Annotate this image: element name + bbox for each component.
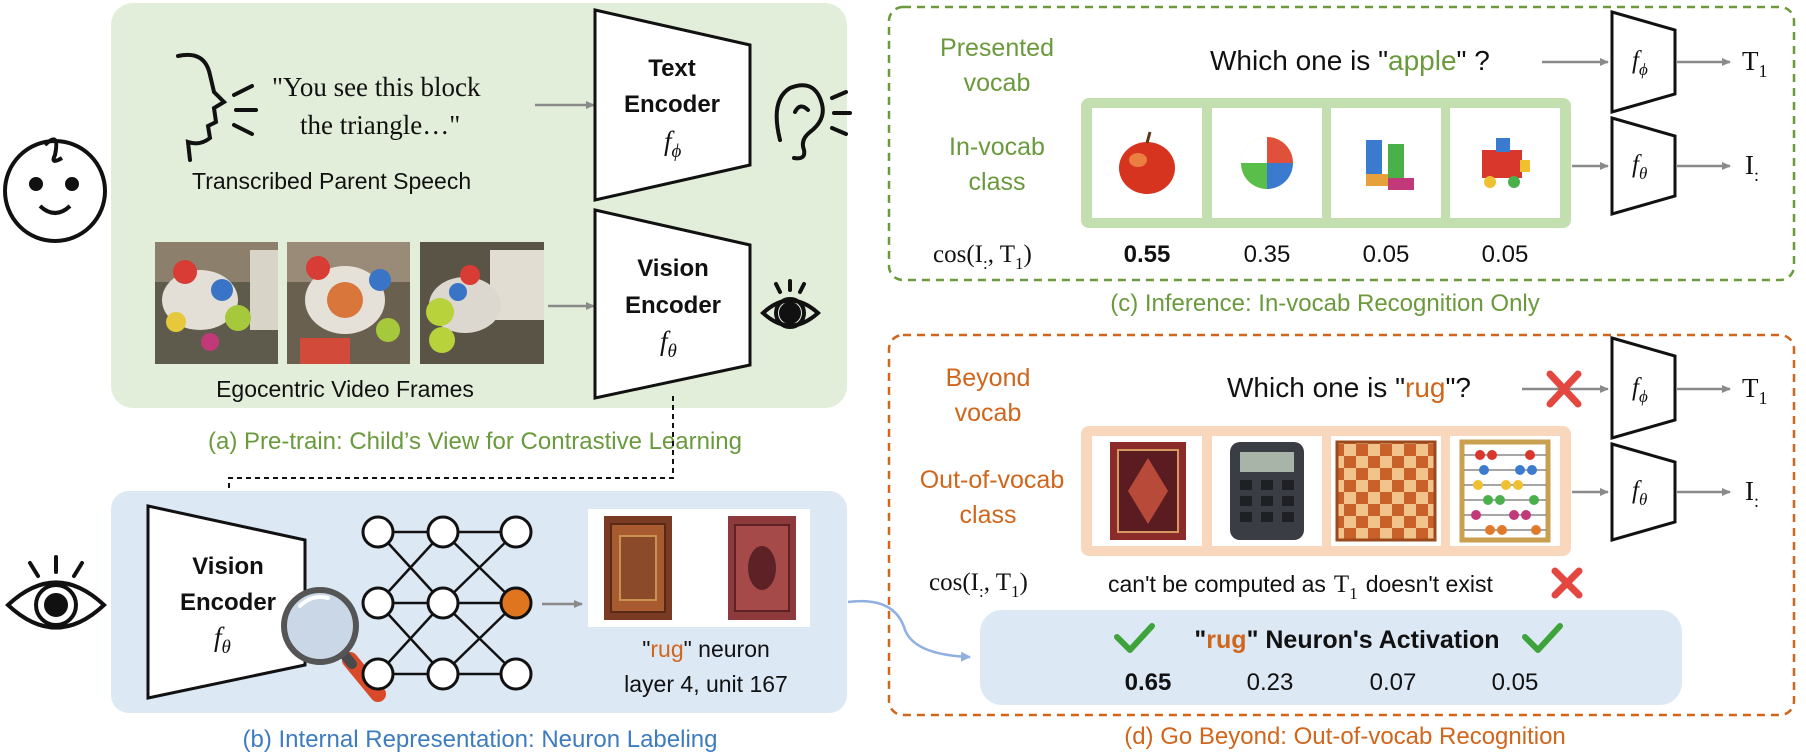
- panel-c-row2-line1: In-vocab: [949, 133, 1045, 161]
- calculator-image-content: [1230, 442, 1304, 540]
- vision-encoder-block: [593, 208, 752, 400]
- panel-c-t1: T1: [1742, 46, 1768, 81]
- rug-image-1: [604, 516, 672, 620]
- check-icon-right: [1522, 623, 1563, 653]
- panel-d-row1-line1: Beyond: [946, 364, 1031, 392]
- abacus-image-content: [1459, 439, 1551, 543]
- panel-d-vision-encoder: [1610, 442, 1677, 542]
- panel-d-row2-line2: class: [960, 501, 1017, 529]
- panel-d-caption: (d) Go Beyond: Out-of-vocab Recognition: [1124, 723, 1566, 750]
- panel-c-row2-line2: class: [969, 168, 1026, 196]
- out-of-vocab-image-strip: [1081, 426, 1571, 556]
- red-x-icon: [1546, 370, 1582, 408]
- panel-c-text-encoder: [1610, 10, 1677, 114]
- probe-encoder-symbol: fθ: [214, 622, 231, 658]
- panel-c-caption: (c) Inference: In-vocab Recognition Only: [1110, 290, 1540, 317]
- text-encoder-symbol: fϕ: [664, 126, 682, 162]
- check-icon-left: [1114, 623, 1155, 653]
- eye-icon: [760, 279, 822, 329]
- vision-encoder-label-1: Vision: [637, 255, 709, 282]
- ball-image-content: [1241, 137, 1293, 189]
- speech-label: Transcribed Parent Speech: [192, 168, 471, 194]
- panel-d-fphi: fϕ: [1632, 374, 1648, 406]
- score-apple: 0.55: [1124, 241, 1171, 268]
- activation-calculator: 0.23: [1247, 669, 1294, 696]
- rug-image-2: [728, 516, 796, 620]
- panel-d-text-encoder: [1610, 336, 1677, 440]
- score-ball: 0.35: [1244, 241, 1291, 268]
- rug-neuron-node: [499, 586, 533, 620]
- panel-c-ftheta: fθ: [1632, 151, 1647, 183]
- probe-encoder-label-2: Encoder: [180, 589, 276, 616]
- socks-image-content: [1366, 140, 1414, 190]
- panel-d-t1: T1: [1742, 373, 1768, 408]
- activation-abacus: 0.05: [1492, 669, 1539, 696]
- text-encoder-block: [593, 8, 752, 202]
- panel-a-caption: (a) Pre-train: Child’s View for Contrast…: [208, 428, 742, 455]
- panel-d-cos-label: cos(I:, T1): [929, 569, 1028, 601]
- apple-image-content: [1119, 131, 1175, 194]
- activation-chessboard: 0.07: [1370, 669, 1417, 696]
- panel-d-ftheta: fθ: [1632, 477, 1647, 509]
- panel-d-row2-line1: Out-of-vocab: [920, 466, 1065, 494]
- activation-box: [980, 610, 1682, 705]
- vision-encoder-label-2: Encoder: [625, 292, 721, 319]
- speaking-head-icon: [176, 52, 258, 162]
- video-frame-1: [155, 242, 278, 364]
- panel-c-row1-line1: Presented: [940, 34, 1054, 62]
- video-frame-3: [420, 242, 544, 364]
- panel-c-frame: [887, 5, 1796, 282]
- frames-label: Egocentric Video Frames: [216, 376, 474, 402]
- cant-compute-x-icon: [1551, 567, 1583, 599]
- panel-c-i: I:: [1745, 150, 1759, 185]
- panel-d-frame: [887, 333, 1796, 717]
- activation-rug: 0.65: [1125, 669, 1172, 696]
- text-encoder-label-1: Text: [648, 55, 696, 82]
- baby-face-icon: [3, 137, 107, 243]
- panel-c-vision-encoder: [1610, 116, 1677, 216]
- score-socks: 0.05: [1363, 241, 1410, 268]
- parent-quote-line1: "You see this block: [272, 72, 481, 102]
- dashed-connector: [228, 396, 674, 520]
- in-vocab-image-strip: [1081, 98, 1571, 228]
- toy-train-image-content: [1482, 138, 1530, 188]
- rug-neuron-label: "rug" neuron: [642, 636, 770, 662]
- panel-c-question: Which one is "apple" ?: [1210, 45, 1490, 76]
- panel-d-i: I:: [1745, 476, 1759, 511]
- probe-vision-encoder-block: [146, 504, 307, 700]
- panel-d-question: Which one is "rug"?: [1227, 372, 1471, 403]
- panel-c-cos-label: cos(I:, T1): [933, 241, 1032, 273]
- neural-network: [361, 515, 533, 691]
- score-train: 0.05: [1482, 241, 1529, 268]
- arrow-b-to-d: [847, 599, 971, 662]
- parent-quote-line2: the triangle…": [300, 110, 460, 140]
- activation-title: "rug" Neuron's Activation: [1194, 626, 1499, 654]
- panel-c-fphi: fϕ: [1632, 47, 1648, 79]
- video-frame-2: [287, 242, 410, 364]
- panel-c-row1-line2: vocab: [964, 69, 1031, 97]
- ear-icon: [774, 83, 852, 161]
- text-encoder-label-2: Encoder: [624, 91, 720, 118]
- rug-neuron-layer: layer 4, unit 167: [624, 671, 788, 697]
- socks-image: [1331, 108, 1441, 218]
- vision-encoder-symbol: fθ: [660, 326, 677, 362]
- probe-encoder-label-1: Vision: [192, 553, 264, 580]
- chessboard-image-content: [1335, 440, 1437, 542]
- panel-b-caption: (b) Internal Representation: Neuron Labe…: [243, 726, 718, 753]
- panel-d-row1-line2: vocab: [955, 399, 1022, 427]
- rug-image-content: [1110, 442, 1186, 540]
- observer-eye-icon: [5, 555, 107, 630]
